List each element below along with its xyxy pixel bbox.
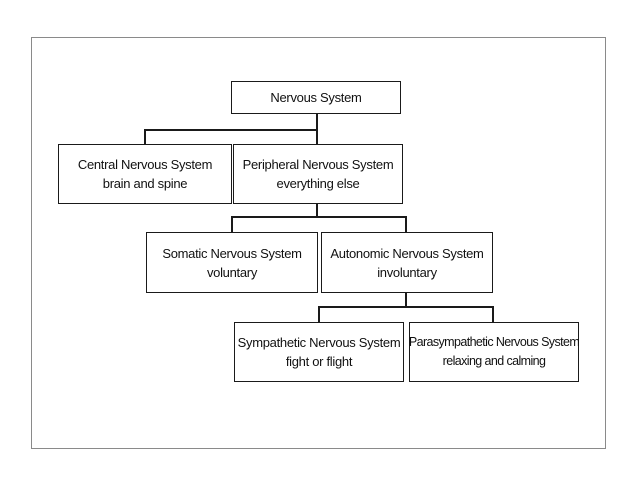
node-peripheral-nervous-system-subtitle: everything else bbox=[276, 176, 360, 191]
node-sympathetic-nervous-system-title: Sympathetic Nervous System bbox=[237, 335, 401, 350]
connector-to-somatic bbox=[231, 216, 233, 233]
connector-pns-down bbox=[316, 203, 318, 217]
connector-root-down bbox=[316, 113, 318, 130]
node-central-nervous-system: Central Nervous System brain and spine bbox=[58, 144, 232, 204]
node-somatic-nervous-system-subtitle: voluntary bbox=[206, 264, 258, 280]
node-parasympathetic-nervous-system: Parasympathetic Nervous System relaxing … bbox=[408, 322, 580, 382]
node-central-nervous-system-subtitle: brain and spine bbox=[102, 176, 188, 191]
node-nervous-system-title: Nervous System bbox=[270, 90, 362, 105]
connector-to-parasympathetic bbox=[492, 306, 494, 323]
node-somatic-nervous-system: Somatic Nervous System voluntary bbox=[146, 232, 318, 293]
node-peripheral-nervous-system: Peripheral Nervous System everything els… bbox=[233, 144, 403, 204]
node-autonomic-nervous-system: Autonomic Nervous System involuntary bbox=[321, 232, 493, 293]
connector-level2-bar bbox=[231, 216, 407, 218]
connector-to-pns bbox=[316, 129, 318, 145]
connector-level1-bar bbox=[144, 129, 318, 131]
node-central-nervous-system-title: Central Nervous System bbox=[77, 157, 213, 172]
node-autonomic-nervous-system-subtitle: involuntary bbox=[377, 264, 437, 280]
node-sympathetic-nervous-system-subtitle: fight or flight bbox=[285, 354, 353, 369]
node-parasympathetic-nervous-system-title: Parasympathetic Nervous System bbox=[408, 335, 580, 349]
connector-to-cns bbox=[144, 129, 146, 145]
node-peripheral-nervous-system-title: Peripheral Nervous System bbox=[242, 157, 394, 172]
connector-autonomic-down bbox=[405, 292, 407, 307]
node-somatic-nervous-system-title: Somatic Nervous System bbox=[162, 245, 302, 261]
node-parasympathetic-nervous-system-subtitle: relaxing and calming bbox=[442, 354, 546, 368]
node-sympathetic-nervous-system: Sympathetic Nervous System fight or flig… bbox=[234, 322, 404, 382]
connector-to-sympathetic bbox=[318, 306, 320, 323]
node-nervous-system: Nervous System bbox=[231, 81, 401, 114]
slide-frame bbox=[31, 37, 606, 449]
node-autonomic-nervous-system-title: Autonomic Nervous System bbox=[330, 245, 484, 261]
connector-level3-bar bbox=[318, 306, 494, 308]
connector-to-autonomic bbox=[405, 216, 407, 233]
